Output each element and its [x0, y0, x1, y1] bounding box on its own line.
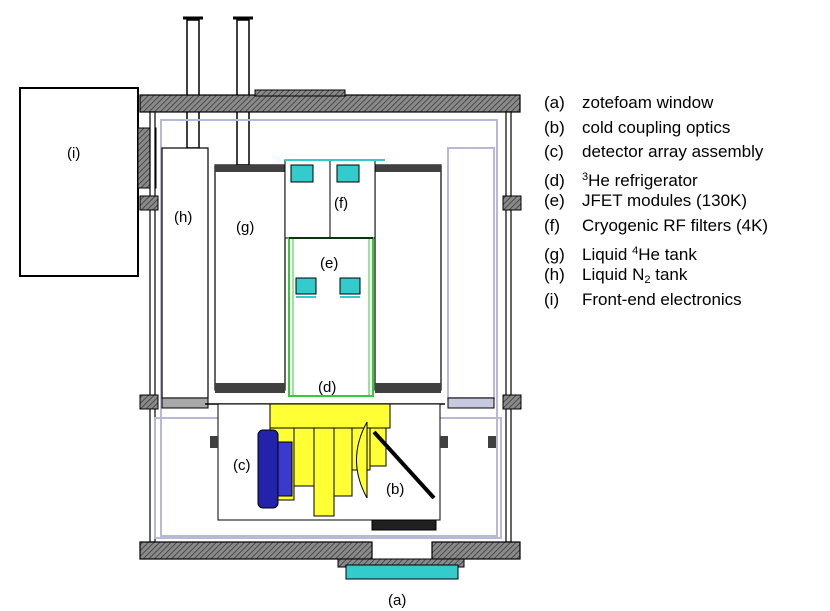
- legend-key: (e): [544, 191, 565, 211]
- label-a: (a): [388, 592, 406, 609]
- legend-key: (h): [544, 265, 565, 285]
- legend-superscript: 3: [582, 170, 589, 183]
- legend-item: (g) Liquid 4He tank: [544, 239, 826, 264]
- legend-text: zotefoam window: [582, 93, 714, 112]
- legend-text: Liquid: [582, 244, 633, 264]
- legend-item: (i) Front-end electronics: [544, 288, 826, 313]
- legend-text: cold coupling optics: [582, 117, 731, 137]
- legend-text: JFET modules (130K): [582, 191, 748, 211]
- liquid-n2-tank-right: [447, 147, 495, 409]
- legend-key: (b): [544, 117, 565, 137]
- legend-item: (d) 3He refrigerator: [544, 165, 826, 190]
- label-d: (d): [318, 379, 336, 396]
- legend-item: (h) Liquid N2 tank: [544, 263, 826, 288]
- zotefoam-window: [345, 564, 459, 580]
- legend-subscript: 2: [644, 274, 651, 287]
- fill-tubes: [183, 16, 253, 166]
- legend-item: (e) JFET modules (130K): [544, 189, 826, 214]
- rf-filters: [284, 159, 385, 239]
- label-c: (c): [233, 457, 251, 474]
- legend: (a) zotefoam window (b) cold coupling opti…: [544, 91, 826, 312]
- legend-item: (c) detector array assembly: [544, 140, 826, 165]
- legend-text: Front-end electronics: [582, 289, 742, 309]
- legend-text: Cryogenic RF filters (4K): [582, 215, 769, 235]
- legend-text: tank: [650, 265, 688, 285]
- label-e: (e): [320, 255, 338, 272]
- label-g: (g): [236, 219, 254, 236]
- legend-item: (a) zotefoam window: [544, 91, 826, 116]
- detector-array-assembly: [257, 429, 293, 509]
- legend-text: detector array assembly: [582, 142, 764, 162]
- legend-key: (d): [544, 170, 565, 190]
- label-i: (i): [67, 145, 80, 162]
- legend-item: (b) cold coupling optics: [544, 116, 826, 141]
- legend-item: (f) Cryogenic RF filters (4K): [544, 214, 826, 239]
- label-b: (b): [386, 481, 404, 498]
- front-end-electronics-box: [19, 87, 139, 277]
- label-h: (h): [174, 209, 192, 226]
- legend-key: (c): [544, 142, 564, 162]
- outer-shell: [139, 89, 522, 568]
- liquid-n2-tank: [161, 147, 209, 409]
- cold-coupling-optics: [356, 421, 437, 531]
- legend-superscript: 4: [632, 244, 639, 257]
- legend-text: Liquid N: [582, 265, 645, 285]
- legend-text: He tank: [638, 244, 697, 264]
- legend-text: He refrigerator: [588, 170, 698, 190]
- legend-key: (g): [544, 244, 565, 264]
- legend-key: (a): [544, 93, 565, 112]
- label-f: (f): [334, 195, 348, 212]
- jfet-modules: [288, 237, 374, 397]
- legend-key: (i): [544, 289, 560, 309]
- legend-key: (f): [544, 215, 561, 235]
- liquid-he4-tank: [214, 164, 442, 393]
